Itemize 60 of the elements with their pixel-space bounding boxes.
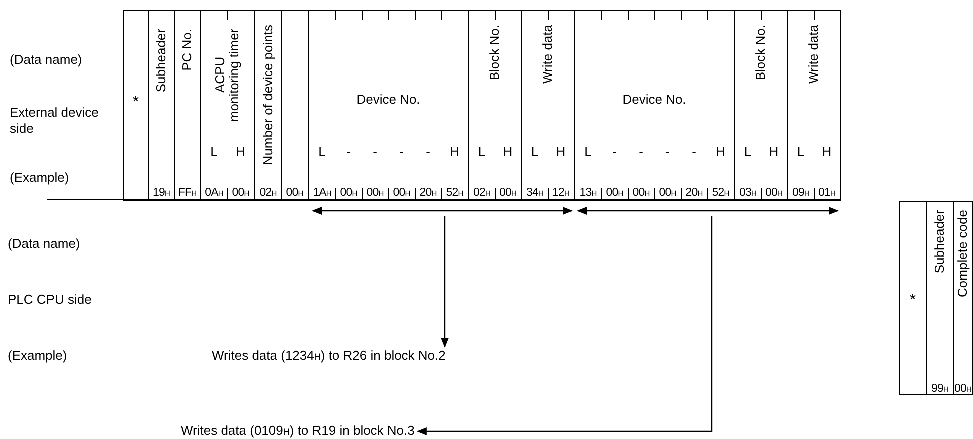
byte-order-mark: L [530, 145, 540, 159]
byte-order-mark: L [477, 145, 487, 159]
frame-field [899, 201, 927, 395]
byte-order-mark: - [372, 145, 378, 159]
field-name: Device No. [622, 93, 688, 107]
byte-order-mark: - [691, 145, 698, 159]
frame-field [123, 10, 149, 201]
frame-field [734, 10, 788, 201]
row-label: (Data name) [8, 236, 82, 252]
byte-order-mark: H [821, 145, 833, 159]
field-name: Block No. [486, 25, 503, 81]
frame-field [521, 10, 575, 201]
field-name: Number of device points [259, 25, 276, 166]
range-bracket [312, 207, 573, 215]
row-label: PLC CPU side [8, 292, 93, 308]
range-bracket [577, 207, 839, 215]
arrow [416, 216, 713, 436]
frame-field [787, 10, 841, 201]
frame-field [200, 10, 255, 201]
row-label: (Example) [10, 170, 70, 186]
field-name: PC No. [178, 29, 196, 71]
arrow [441, 216, 449, 348]
byte-order-mark: - [612, 145, 618, 159]
frame-field [926, 201, 954, 395]
row-label: (Example) [8, 348, 68, 364]
byte-order-mark: H [449, 145, 460, 159]
field-name: ACPU monitoring timer [212, 27, 242, 124]
frame-field [574, 10, 735, 201]
field-name: Block No. [752, 25, 769, 81]
field-name: Write data [539, 25, 556, 84]
asterisk: * [132, 96, 140, 110]
byte-order-mark: - [398, 145, 405, 159]
byte-order-mark: L [318, 145, 327, 159]
asterisk: * [908, 294, 918, 308]
byte-order-mark: - [664, 145, 671, 159]
byte-order-mark: - [425, 145, 432, 159]
row-label: (Data name) [10, 52, 84, 68]
field-name: Subheader [931, 210, 948, 274]
byte-order-mark: H [502, 145, 514, 159]
byte-order-mark: L [796, 145, 806, 159]
byte-order-mark: - [638, 145, 644, 159]
frame-field [308, 10, 469, 201]
field-name: Write data [805, 25, 822, 84]
field-name: Device No. [356, 93, 422, 107]
byte-order-mark: L [743, 145, 753, 159]
frame-field [254, 10, 309, 201]
byte-order-mark: L [210, 145, 219, 159]
field-name: Subheader [152, 29, 170, 93]
byte-order-mark: H [715, 145, 726, 159]
frame-field [148, 10, 175, 201]
field-name: Complete code [954, 210, 971, 298]
byte-order-mark: H [768, 145, 780, 159]
row-label: External device side [10, 105, 100, 137]
frame-field [953, 201, 973, 395]
byte-order-mark: H [235, 145, 246, 159]
byte-order-mark: L [584, 145, 593, 159]
frame-field [468, 10, 522, 201]
byte-order-mark: - [346, 145, 352, 159]
byte-order-mark: H [555, 145, 567, 159]
frame-field [174, 10, 201, 201]
